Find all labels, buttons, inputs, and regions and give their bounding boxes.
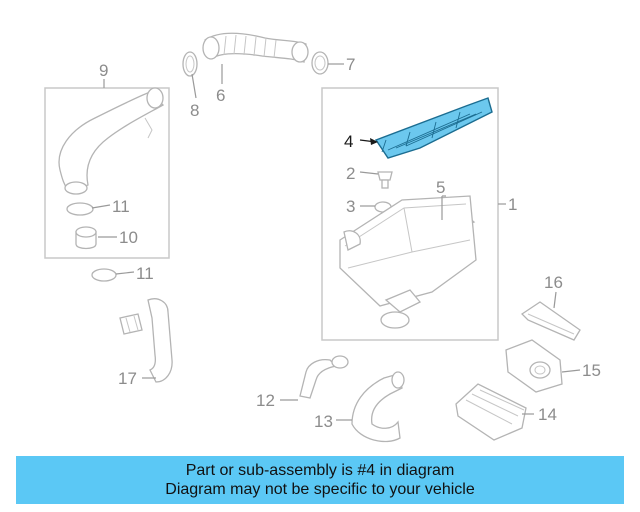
callout-17: 17	[118, 369, 137, 388]
part-2-grommet[interactable]	[377, 171, 393, 189]
callout-13: 13	[314, 412, 333, 431]
callout-9: 9	[99, 61, 108, 80]
callout-10: 10	[119, 228, 138, 247]
part-4-air-cleaner-cover[interactable]	[374, 97, 493, 159]
part-12-tube[interactable]	[299, 355, 349, 399]
part-10-seal[interactable]	[75, 226, 97, 250]
banner-line-1: Part or sub-assembly is #4 in diagram	[185, 462, 455, 479]
part-16-duct-cover[interactable]	[520, 301, 581, 341]
callout-4: 4	[344, 132, 353, 151]
part-11-clamp-lower[interactable]	[91, 268, 117, 282]
info-banner: Part or sub-assembly is #4 in diagram Di…	[16, 456, 624, 504]
part-11-clamp-upper[interactable]	[66, 202, 94, 216]
callout-15: 15	[582, 361, 601, 380]
part-9-intake-pipe[interactable]	[58, 87, 165, 195]
part-7-clamp[interactable]	[311, 51, 329, 75]
part-17-hose[interactable]	[119, 298, 173, 383]
callout-8: 8	[190, 101, 199, 120]
part-6-intake-hose[interactable]	[202, 32, 309, 63]
part-14-air-duct[interactable]	[455, 383, 527, 441]
part-1-air-cleaner[interactable]	[339, 195, 477, 329]
callout-12: 12	[256, 391, 275, 410]
callout-14: 14	[538, 405, 557, 424]
callout-7: 7	[346, 55, 355, 74]
callout-11-lower: 11	[136, 264, 154, 283]
group-box-9	[44, 87, 170, 259]
part-15-inlet-housing[interactable]	[505, 339, 563, 393]
leader-lines	[91, 63, 581, 421]
group-box-1	[321, 87, 499, 341]
callout-5: 5	[436, 178, 445, 197]
callout-3: 3	[346, 197, 355, 216]
callout-2: 2	[346, 164, 355, 183]
part-8-clamp[interactable]	[182, 51, 198, 77]
callout-1: 1	[508, 195, 517, 214]
part-13-hose-elbow[interactable]	[351, 371, 405, 443]
callout-11-upper: 11	[112, 197, 130, 216]
callout-16: 16	[544, 273, 563, 292]
callout-6: 6	[216, 86, 225, 105]
banner-line-2: Diagram may not be specific to your vehi…	[165, 481, 475, 498]
